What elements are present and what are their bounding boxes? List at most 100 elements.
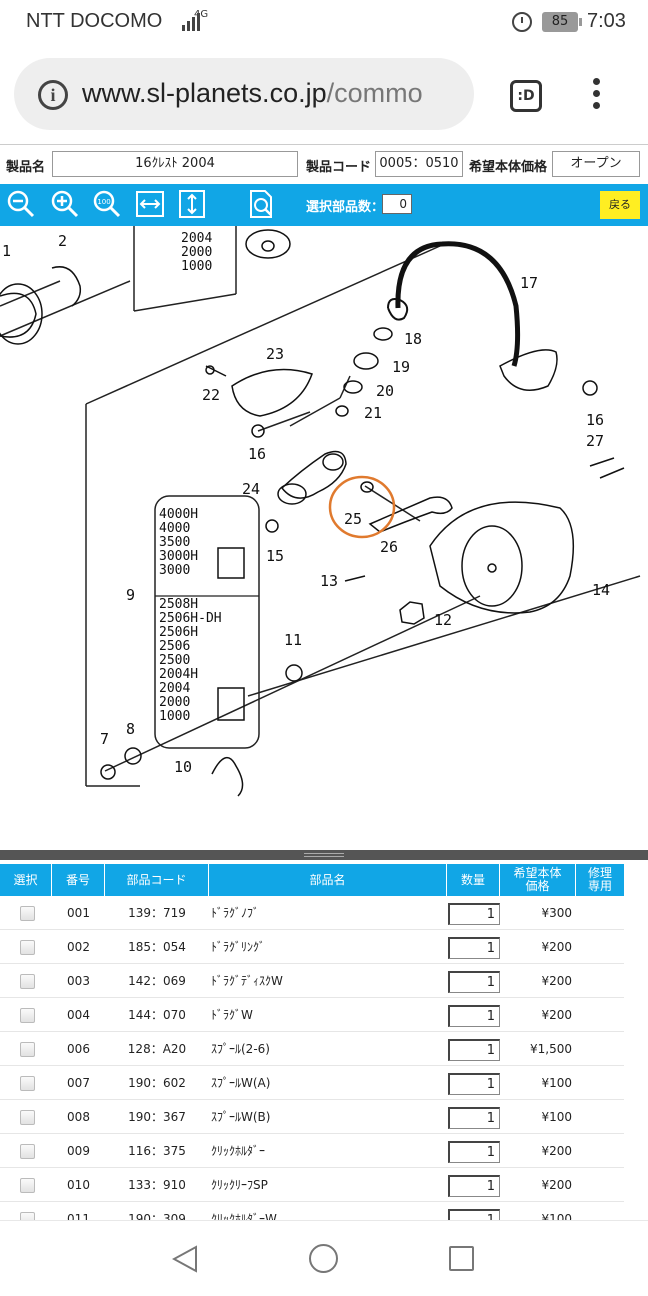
row-qty-input[interactable]: 1 [448,1209,500,1220]
alarm-icon [512,12,532,32]
android-nav-bar [0,1220,648,1296]
signal-icon [182,13,200,31]
row-part-name: ﾄﾞﾗｸﾞﾘﾝｸﾞ [211,940,266,954]
address-bar[interactable]: i www.sl-planets.co.jp/commo [14,58,474,130]
recents-nav-icon[interactable] [449,1246,474,1271]
row-code: 128：A20 [127,1042,187,1056]
row-price: ¥300 [541,906,572,920]
row-checkbox[interactable] [20,1008,35,1023]
svg-text:17: 17 [520,274,538,292]
row-checkbox[interactable] [20,974,35,989]
svg-text:10: 10 [174,758,192,776]
model-list-top: 2004 2000 1000 [181,231,212,274]
tabs-icon[interactable]: :D [510,80,542,112]
svg-text:2: 2 [58,232,67,250]
row-number: 010 [67,1178,90,1192]
col-qty: 数量 [447,864,500,896]
print-preview-icon[interactable] [246,189,276,219]
row-part-name: ｽﾌﾟｰﾙ(2-6) [211,1042,270,1056]
product-name-field: 16ｸﾚｽﾄ 2004 [52,151,298,177]
row-checkbox[interactable] [20,940,35,955]
row-code: 190：309 [128,1212,186,1220]
pane-splitter[interactable] [0,850,648,860]
row-number: 009 [67,1144,90,1158]
row-checkbox[interactable] [20,1144,35,1159]
viewer-toolbar: 100 選択部品数： 0 戻る [0,184,648,226]
row-number: 008 [67,1110,90,1124]
row-part-name: ﾄﾞﾗｸﾞW [211,1008,253,1022]
table-header: 選択 番号 部品コード 部品名 数量 希望本体価格 修理専用 [0,864,624,896]
row-number: 011 [67,1212,90,1220]
row-qty-input[interactable]: 1 [448,1039,500,1061]
svg-text:16: 16 [586,411,604,429]
home-nav-icon[interactable] [309,1244,338,1273]
svg-text:21: 21 [364,404,382,422]
col-name: 部品名 [209,864,447,896]
row-checkbox[interactable] [20,1178,35,1193]
row-number: 003 [67,974,90,988]
svg-text:2004H: 2004H [159,667,198,682]
row-code: 139：719 [128,906,186,920]
selected-parts-count: 0 [382,194,412,214]
url-text[interactable]: www.sl-planets.co.jp/commo [82,78,423,108]
row-qty-input[interactable]: 1 [448,971,500,993]
row-checkbox[interactable] [20,1076,35,1091]
row-qty-input[interactable]: 1 [448,1107,500,1129]
row-qty-input[interactable]: 1 [448,903,500,925]
svg-text:2000: 2000 [159,695,190,710]
zoom-100-icon[interactable]: 100 [92,189,122,219]
fit-height-icon[interactable] [177,189,207,219]
svg-text:2506H: 2506H [159,625,198,640]
row-part-name: ﾄﾞﾗｸﾞﾉﾌﾞ [211,906,260,920]
row-checkbox[interactable] [20,1212,35,1220]
info-icon[interactable]: i [38,80,68,110]
col-select: 選択 [0,864,52,896]
svg-text:2004: 2004 [159,681,190,696]
row-part-name: ｽﾌﾟｰﾙW(A) [211,1076,271,1090]
row-part-name: ｽﾌﾟｰﾙW(B) [211,1110,271,1124]
product-info-row: 製品名 16ｸﾚｽﾄ 2004 製品コード 0005：0510 希望本体価格 オ… [0,144,648,184]
svg-text:20: 20 [376,382,394,400]
row-checkbox[interactable] [20,906,35,921]
row-code: 190：602 [128,1076,186,1090]
row-price: ¥100 [541,1076,572,1090]
svg-text:4000: 4000 [159,521,190,536]
svg-text:16: 16 [248,445,266,463]
svg-text:8: 8 [126,720,135,738]
row-qty-input[interactable]: 1 [448,937,500,959]
row-checkbox[interactable] [20,1042,35,1057]
svg-text:2000: 2000 [181,245,212,260]
svg-text:2004: 2004 [181,231,212,246]
row-checkbox[interactable] [20,1110,35,1125]
highlight-circle [328,475,396,539]
row-qty-input[interactable]: 1 [448,1073,500,1095]
back-button[interactable]: 戻る [600,191,640,219]
row-qty-input[interactable]: 1 [448,1141,500,1163]
zoom-in-icon[interactable] [50,189,80,219]
back-nav-icon[interactable] [171,1245,198,1277]
overflow-menu-icon[interactable] [592,78,602,114]
row-qty-input[interactable]: 1 [448,1005,500,1027]
row-qty-input[interactable]: 1 [448,1175,500,1197]
clock: 7:03 [587,10,626,32]
exploded-parts-diagram[interactable]: 2004 2000 1000 4000H 4000 3500 3000H 300… [0,226,648,850]
row-price: ¥100 [541,1212,572,1220]
svg-text:25: 25 [344,510,362,528]
svg-text:18: 18 [404,330,422,348]
row-price: ¥1,500 [530,1042,572,1056]
zoom-out-icon[interactable] [6,189,36,219]
row-number: 002 [67,940,90,954]
status-bar: NTT DOCOMO 4G 85 7:03 [0,0,648,44]
carrier-name: NTT DOCOMO [26,10,163,32]
row-code: 142：069 [128,974,186,988]
row-code: 116：375 [128,1144,186,1158]
fit-width-icon[interactable] [135,189,165,219]
